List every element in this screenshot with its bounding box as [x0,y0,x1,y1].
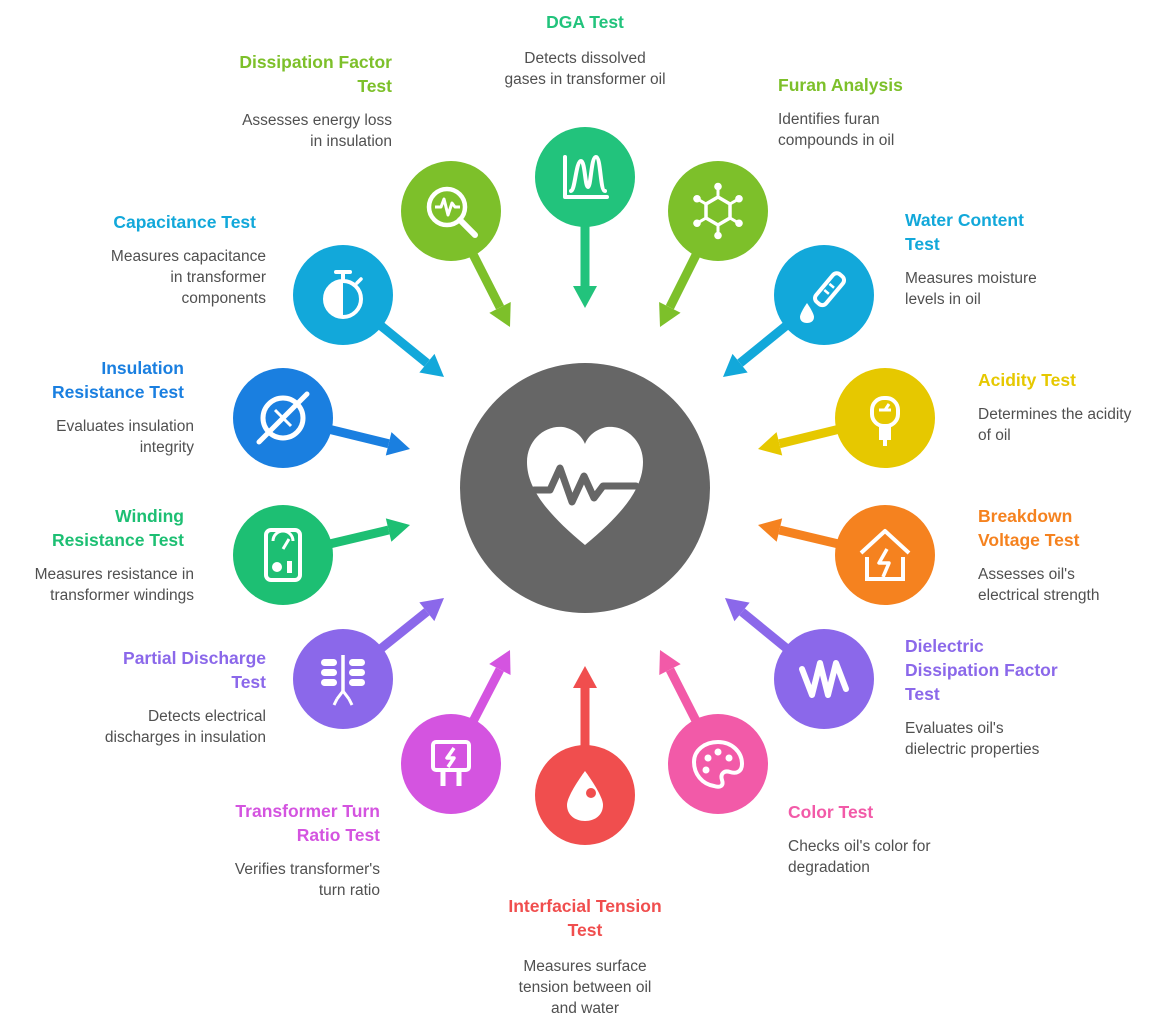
node-color [659,650,768,814]
node-partial [293,598,444,729]
ph-meter-icon [870,396,900,446]
magnifier-wave-icon [426,186,478,238]
node-capacitance [293,245,444,377]
arrowhead-interfacial [573,666,597,688]
broken-house-bolt-icon [859,529,911,581]
node-breakdown [758,505,935,605]
node-title-dga: DGA Test [546,12,624,32]
multimeter-icon [264,528,302,582]
plug-bolt-icon [431,740,471,786]
node-circle-acidity [835,368,935,468]
arrowhead-color [659,650,681,676]
water-drop-icon [567,771,603,821]
slashed-circle-icon [256,391,310,445]
node-circle-water [774,245,874,345]
arrowhead-dielectric [725,598,750,622]
node-insulation [233,368,410,468]
arrowhead-partial [419,598,444,622]
node-acidity [758,368,935,468]
node-circle-furan [668,161,768,261]
arrowhead-capacitance [419,353,444,377]
node-title-color: Color Test [788,802,874,822]
arrowhead-dissipation [489,301,511,327]
test-tube-drop-icon [800,271,847,323]
heart-pulse-icon [527,426,643,545]
node-furan [659,161,768,327]
peaks-chart-icon [563,155,609,199]
palette-icon [691,739,745,789]
discharge-grid-icon [321,655,365,706]
node-circle-dissipation [401,161,501,261]
arrowhead-water [723,353,748,377]
arrowhead-turn-ratio [489,650,511,676]
node-circle-winding [233,505,333,605]
arrowhead-winding [385,518,410,542]
node-dga [535,127,635,308]
node-interfacial [535,666,635,845]
node-turn-ratio [401,650,511,814]
arrowhead-breakdown [758,518,783,542]
node-dissipation [401,161,511,327]
arrowhead-insulation [385,432,410,456]
node-winding [233,505,410,605]
node-circle-color [668,714,768,814]
zigzag-icon [799,660,849,698]
node-title-acidity: Acidity Test [978,370,1076,390]
stopwatch-half-icon [323,270,363,319]
node-dielectric [725,598,874,729]
node-water [723,245,874,377]
node-title-furan: Furan Analysis [778,75,903,95]
arrowhead-acidity [758,432,783,456]
arrowhead-dga [573,286,597,308]
molecule-icon [693,182,743,240]
node-title-capacitance: Capacitance Test [113,212,256,232]
arrowhead-furan [659,301,681,327]
